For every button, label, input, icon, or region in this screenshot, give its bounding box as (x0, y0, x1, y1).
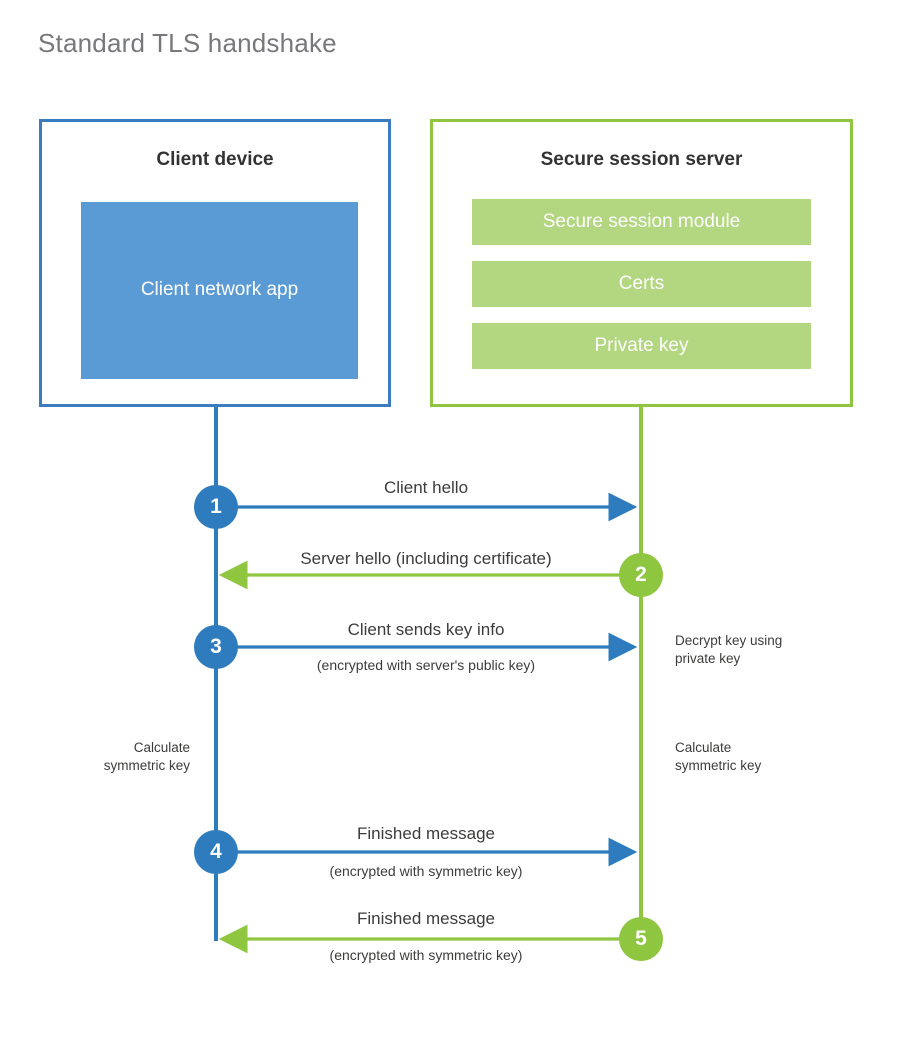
step-circle-2[interactable]: 2 (619, 553, 663, 597)
message-label-step-2: Server hello (including certificate) (300, 549, 552, 568)
client-device-box: Client device Client network app (39, 119, 391, 407)
secure-session-server-box: Secure session server Secure session mod… (430, 119, 853, 407)
message-label-step-4: Finished message (357, 824, 495, 843)
step-circle-1[interactable]: 1 (194, 485, 238, 529)
server-module-certs: Certs (472, 261, 811, 307)
message-label-step-5: Finished message (357, 909, 495, 928)
client-network-app-block: Client network app (81, 202, 358, 379)
note-decrypt-key: Decrypt key using private key (675, 633, 783, 666)
client-device-title: Client device (156, 149, 274, 170)
message-sublabel-step-5: (encrypted with symmetric key) (329, 947, 523, 963)
message-sublabel-step-3: (encrypted with server's public key) (316, 657, 536, 673)
client-lifeline (214, 407, 218, 941)
step-circle-5[interactable]: 5 (619, 917, 663, 961)
note-client-calculate-symmetric-key: Calculate symmetric key (103, 740, 190, 773)
page-title: Standard TLS handshake (38, 28, 337, 58)
message-label-step-3: Client sends key info (347, 620, 505, 639)
message-label-step-1: Client hello (383, 478, 469, 497)
message-sublabel-step-4: (encrypted with symmetric key) (329, 863, 523, 879)
server-lifeline (639, 407, 643, 941)
server-modules-list: Secure session module Certs Private key (472, 199, 811, 369)
server-module-private-key: Private key (472, 323, 811, 369)
secure-session-server-title: Secure session server (540, 149, 743, 170)
step-circle-4[interactable]: 4 (194, 830, 238, 874)
server-module-secure-session: Secure session module (472, 199, 811, 245)
note-server-calculate-symmetric-key: Calculate symmetric key (675, 740, 762, 773)
step-circle-3[interactable]: 3 (194, 625, 238, 669)
